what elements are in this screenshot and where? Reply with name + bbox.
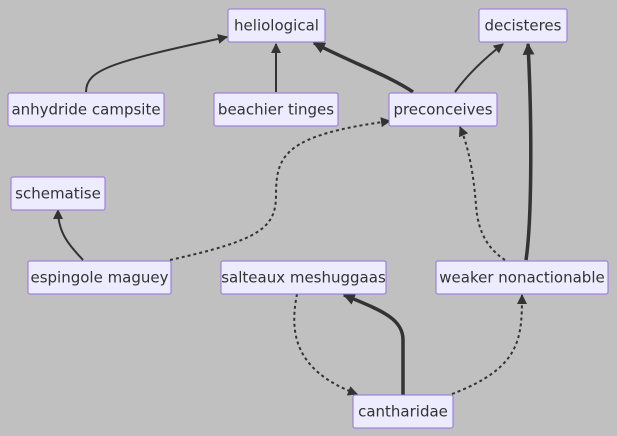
node-label: schematise bbox=[15, 185, 101, 203]
edge-weaker-nonactionable-to-decisteres bbox=[522, 42, 535, 261]
edge-espingole-maguey-to-preconceives bbox=[169, 117, 391, 261]
edge-anhydride-campsite-to-heliological bbox=[85, 33, 228, 93]
node-cantharidae[interactable]: cantharidae bbox=[352, 394, 454, 429]
edge-cantharidae-to-salteaux-meshuggaas bbox=[342, 293, 405, 395]
node-label: anhydride campsite bbox=[11, 101, 160, 119]
node-label: cantharidae bbox=[358, 403, 448, 421]
node-label: decisteres bbox=[485, 17, 562, 35]
node-label: preconceives bbox=[393, 101, 492, 119]
node-espingole-maguey[interactable]: espingole maguey bbox=[27, 260, 172, 295]
edges-layer bbox=[53, 33, 535, 396]
node-beachier-tinges[interactable]: beachier tinges bbox=[213, 92, 339, 127]
edge-preconceives-to-decisteres bbox=[454, 43, 504, 93]
node-weaker-nonactionable[interactable]: weaker nonactionable bbox=[435, 260, 609, 295]
node-anhydride-campsite[interactable]: anhydride campsite bbox=[7, 92, 165, 127]
edge-espingole-maguey-to-schematise bbox=[53, 209, 84, 261]
node-salteaux-meshuggaas[interactable]: salteaux meshuggaas bbox=[220, 260, 387, 295]
edge-weaker-nonactionable-to-preconceives bbox=[458, 126, 506, 261]
node-preconceives[interactable]: preconceives bbox=[388, 92, 498, 127]
node-label: heliological bbox=[234, 17, 319, 35]
node-decisteres[interactable]: decisteres bbox=[478, 8, 568, 43]
edge-preconceives-to-heliological bbox=[312, 41, 414, 94]
node-label: weaker nonactionable bbox=[439, 269, 604, 287]
node-heliological[interactable]: heliological bbox=[227, 8, 326, 43]
node-label: beachier tinges bbox=[218, 101, 334, 119]
edge-salteaux-meshuggaas-to-cantharidae bbox=[293, 293, 358, 396]
node-label: salteaux meshuggaas bbox=[221, 269, 386, 287]
edge-cantharidae-to-weaker-nonactionable bbox=[451, 294, 527, 395]
nodes-layer: heliological decisteres anhydride campsi… bbox=[7, 8, 609, 429]
node-label: espingole maguey bbox=[30, 269, 168, 287]
node-schematise[interactable]: schematise bbox=[10, 176, 106, 211]
